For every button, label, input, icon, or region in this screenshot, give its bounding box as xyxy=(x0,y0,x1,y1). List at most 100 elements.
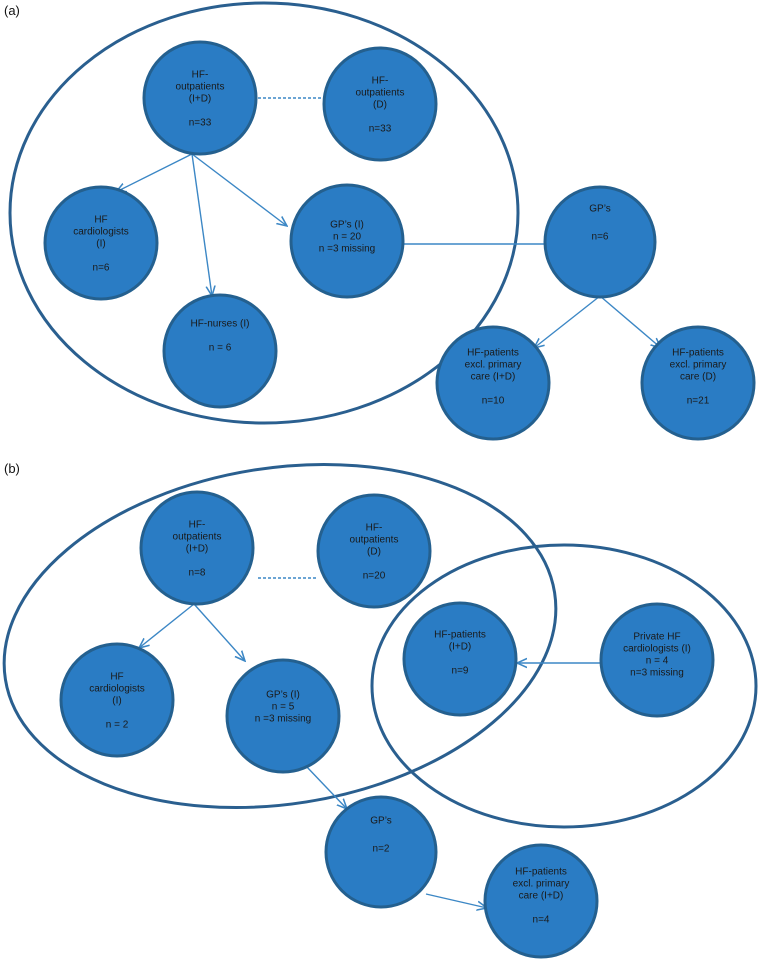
node-label-line: (I+D) xyxy=(449,642,472,653)
panel-label-b: (b) xyxy=(4,461,20,476)
node-label-line: n=3 missing xyxy=(630,668,684,679)
node-label-line: n=9 xyxy=(452,666,469,677)
node-label-line: (D) xyxy=(373,100,387,111)
node-label-line: GP’s (I) xyxy=(266,690,300,701)
svg-text:GP’s (I)n = 5n =3 missing: GP’s (I)n = 5n =3 missing xyxy=(255,690,311,725)
svg-text:HF-outpatients(I+D)n=8: HF-outpatients(I+D) n=8 xyxy=(173,520,222,579)
node-label-line: n=33 xyxy=(369,124,392,135)
node-label-line: HF-patients xyxy=(672,348,724,359)
edge-a-to-gps-i xyxy=(191,153,287,226)
svg-text:HF-nurses (I)n = 6: HF-nurses (I) n = 6 xyxy=(191,319,250,354)
svg-text:GP’s (I)n = 20n =3 missing: GP’s (I)n = 20n =3 missing xyxy=(319,220,375,255)
node-label-line: n=4 xyxy=(533,915,550,926)
node-label-line: n =3 missing xyxy=(319,244,375,255)
node-label-line: n=6 xyxy=(93,263,110,274)
edge-b-gps-i-to-gps xyxy=(305,765,347,809)
node-label-line: HF-patients xyxy=(515,867,567,878)
edge-b-to-cardiologists xyxy=(139,603,195,648)
svg-text:HF-outpatients(D)n=33: HF-outpatients(D) n=33 xyxy=(356,76,405,135)
node-label-line: outpatients xyxy=(173,532,222,543)
node-label-line: n=2 xyxy=(373,844,390,855)
node-label-line: n = 2 xyxy=(106,720,129,731)
svg-text:HF-outpatients(D)n=20: HF-outpatients(D)n=20 xyxy=(350,523,399,582)
node-label-line: (D) xyxy=(367,547,381,558)
node-label-line: outpatients xyxy=(176,82,225,93)
edge-a-gps-to-excl-d xyxy=(599,295,661,348)
region-b-main xyxy=(2,462,558,810)
region-b-right xyxy=(370,543,758,829)
node-a-gps: GP’s n=6 xyxy=(543,185,657,299)
region-a-main xyxy=(8,1,520,425)
svg-text:HF-patients(I+D)n=9: HF-patients(I+D) n=9 xyxy=(434,630,486,677)
node-b-hf-outpatients-d: HF-outpatients(D)n=20 xyxy=(316,493,432,609)
node-label-line: HF-patients xyxy=(434,630,486,641)
node-label-line: HF- xyxy=(372,76,389,87)
edge-b-gps-to-excl xyxy=(425,893,487,908)
node-label-line: HF-patients xyxy=(467,348,519,359)
node-label-line: outpatients xyxy=(350,535,399,546)
node-label-line: n = 5 xyxy=(272,702,295,713)
node-label-line: n=6 xyxy=(592,232,609,243)
node-label-line: GP’s xyxy=(370,816,392,827)
node-label-line: (I) xyxy=(112,696,121,707)
node-label-line: HF-nurses (I) xyxy=(191,319,250,330)
node-label-line: cardiologists xyxy=(89,684,145,695)
node-label-line: n =3 missing xyxy=(255,714,311,725)
node-label-line: HF xyxy=(94,215,107,226)
node-b-hf-outpatients-id: HF-outpatients(I+D) n=8 xyxy=(139,490,255,606)
node-a-hf-nurses: HF-nurses (I) n = 6 xyxy=(162,293,278,409)
svg-text:HF-outpatients(I+D)n=33: HF-outpatients(I+D) n=33 xyxy=(176,70,225,129)
node-label-line: n = 20 xyxy=(333,232,362,243)
node-label-line: GP’s (I) xyxy=(330,220,364,231)
edge-a-to-nurses xyxy=(191,153,212,296)
svg-text:GP’sn=2: GP’s n=2 xyxy=(370,816,392,855)
node-label-line: HF- xyxy=(192,70,209,81)
node-label-line: care (D) xyxy=(680,372,716,383)
node-label-line: Private HF xyxy=(633,632,680,643)
node-label-line: cardiologists xyxy=(73,227,129,238)
node-label-line: excl. primary xyxy=(465,360,522,371)
edge-a-to-cardiologists xyxy=(116,153,193,192)
node-label-line: (I+D) xyxy=(186,544,209,555)
node-label-line: GP’s xyxy=(589,204,611,215)
node-label-line: (I) xyxy=(96,239,105,250)
node-b-hf-patients-id: HF-patients(I+D) n=9 xyxy=(402,601,518,717)
node-label-line: cardiologists (I) xyxy=(623,644,691,655)
node-label-line: n=10 xyxy=(482,396,505,407)
node-label-line: HF- xyxy=(189,520,206,531)
node-label-line: HF xyxy=(110,672,123,683)
node-label-line: n=33 xyxy=(189,118,212,129)
node-a-hf-outpatients-d: HF-outpatients(D) n=33 xyxy=(322,46,438,162)
svg-text:GP’sn=6: GP’s n=6 xyxy=(589,204,611,243)
edge-b-to-gps-i xyxy=(193,603,245,661)
node-label-line: n=8 xyxy=(189,568,206,579)
node-label-line: n = 6 xyxy=(209,343,232,354)
node-b-gps: GP’s n=2 xyxy=(324,795,438,909)
node-label-line: n = 4 xyxy=(646,656,669,667)
edge-a-gps-to-excl-id xyxy=(534,295,601,348)
node-label-line: care (I+D) xyxy=(519,891,564,902)
node-label-line: excl. primary xyxy=(670,360,727,371)
node-label-line: (I+D) xyxy=(189,94,212,105)
node-label-line: outpatients xyxy=(356,88,405,99)
node-a-hf-outpatients-id: HF-outpatients(I+D) n=33 xyxy=(142,40,258,156)
node-label-line: HF- xyxy=(366,523,383,534)
node-label-line: excl. primary xyxy=(513,879,570,890)
node-label-line: care (I+D) xyxy=(471,372,516,383)
node-label-line: n=21 xyxy=(687,396,710,407)
panel-label-a: (a) xyxy=(4,3,20,18)
